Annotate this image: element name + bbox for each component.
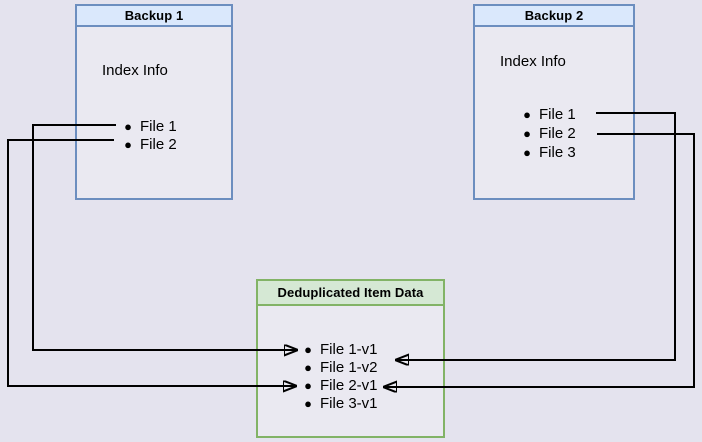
bullet-icon: ● [304, 359, 312, 375]
dedup-item-list: ● File 1-v1 ● File 1-v2 ● File 2-v1 ● File 3… [300, 340, 378, 412]
dedup-item-file1v2: File 1-v2 [320, 358, 378, 376]
backup2-file-3: File 3 [539, 144, 576, 161]
backup2-box: Backup 2 [473, 4, 635, 200]
backup1-file-2: File 2 [140, 135, 177, 153]
bullet-icon: ● [304, 377, 312, 393]
bullet-icon: ● [304, 395, 312, 411]
backup1-box: Backup 1 [75, 4, 233, 200]
dedup-header: Deduplicated Item Data [258, 281, 443, 306]
list-item: ● File 3 [519, 143, 576, 162]
backup2-file-2: File 2 [539, 125, 576, 142]
list-item: ● File 1-v1 [300, 340, 378, 358]
list-item: ● File 2 [519, 124, 576, 143]
list-item: ● File 3-v1 [300, 394, 378, 412]
list-item: ● File 1 [519, 105, 576, 124]
bullet-icon: ● [304, 341, 312, 357]
dedup-item-file2v1: File 2-v1 [320, 376, 378, 394]
bullet-icon: ● [523, 107, 531, 122]
list-item: ● File 1-v2 [300, 358, 378, 376]
backup2-file-list: ● File 1 ● File 2 ● File 3 [519, 105, 576, 162]
backup1-header: Backup 1 [77, 6, 231, 27]
backup2-file-1: File 1 [539, 106, 576, 123]
dedup-item-file3v1: File 3-v1 [320, 394, 378, 412]
backup1-file-list: ● File 1 ● File 2 [120, 117, 177, 153]
dedup-title: Deduplicated Item Data [277, 285, 424, 300]
list-item: ● File 2 [120, 135, 177, 153]
backup2-title: Backup 2 [524, 8, 584, 23]
list-item: ● File 1 [120, 117, 177, 135]
bullet-icon: ● [523, 126, 531, 141]
backup2-header: Backup 2 [475, 6, 633, 27]
bullet-icon: ● [523, 145, 531, 160]
backup1-file-1: File 1 [140, 117, 177, 135]
backup2-index-info-label: Index Info [500, 53, 566, 70]
dedup-item-file1v1: File 1-v1 [320, 340, 378, 358]
backup1-index-info-label: Index Info [102, 62, 168, 79]
list-item: ● File 2-v1 [300, 376, 378, 394]
bullet-icon: ● [124, 136, 132, 152]
bullet-icon: ● [124, 118, 132, 134]
backup1-title: Backup 1 [124, 8, 184, 23]
